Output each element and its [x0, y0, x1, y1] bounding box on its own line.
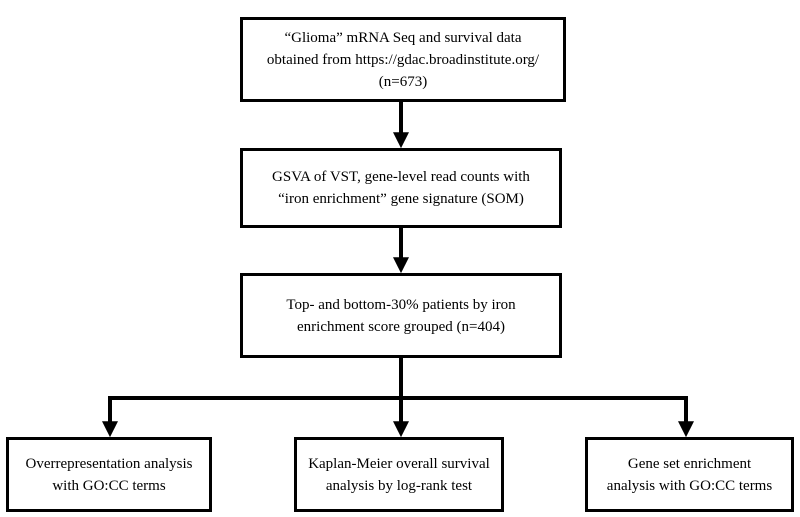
survival-analysis-box: Kaplan-Meier overall survival analysis b… [294, 437, 504, 512]
overrepresentation-box: Overrepresentation analysis with GO:CC t… [6, 437, 212, 512]
gsea-line-2: analysis with GO:CC terms [606, 477, 773, 494]
gene-set-enrichment-box: Gene set enrichment analysis with GO:CC … [585, 437, 794, 512]
grouping-line-2: enrichment score grouped (n=404) [297, 318, 505, 335]
gsea-line-1: Gene set enrichment [627, 455, 752, 472]
survival-line-2: analysis by log-rank test [325, 477, 473, 494]
data-source-line-3: (n=673) [378, 73, 428, 90]
grouping-box: Top- and bottom-30% patients by iron enr… [240, 273, 562, 358]
data-source-line-1: “Glioma” mRNA Seq and survival data [284, 29, 522, 46]
survival-line-1: Kaplan-Meier overall survival [308, 455, 490, 472]
data-source-box: “Glioma” mRNA Seq and survival data obta… [240, 17, 566, 102]
overrepresentation-line-1: Overrepresentation analysis [25, 455, 193, 472]
gsva-box: GSVA of VST, gene-level read counts with… [240, 148, 562, 228]
grouping-line-1: Top- and bottom-30% patients by iron [286, 296, 516, 313]
data-source-line-2: obtained from https://gdac.broadinstitut… [266, 51, 540, 68]
gsva-line-2: “iron enrichment” gene signature (SOM) [278, 191, 524, 207]
gsva-line-1: GSVA of VST, gene-level read counts with [272, 169, 530, 185]
overrepresentation-line-2: with GO:CC terms [52, 477, 166, 494]
